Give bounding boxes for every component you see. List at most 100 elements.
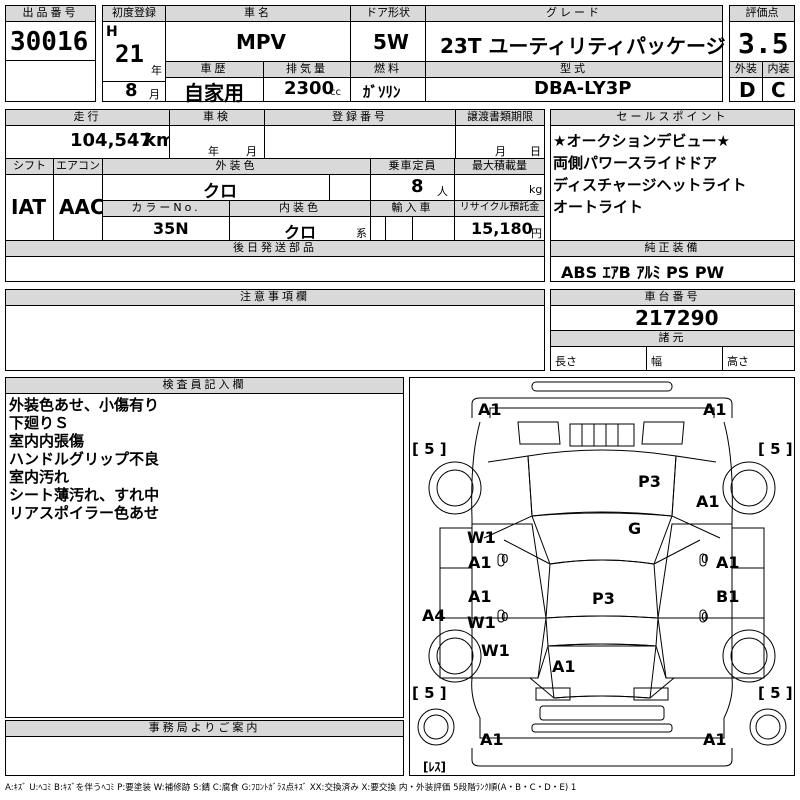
remark-line-2: 下廻りＳ <box>9 414 70 432</box>
chassis-number: 217290 <box>635 306 719 330</box>
displacement-cell: 2300 cc <box>263 77 351 102</box>
car-name-label: 車名 <box>165 5 351 22</box>
month-unit: 月 <box>149 88 160 101</box>
exterior-score-label: 外装 <box>729 61 763 78</box>
remark-line-5: 室内汚れ <box>9 468 70 486</box>
max-load-label: 最大積載量 <box>454 158 545 175</box>
color-number-cell: 35N <box>102 216 230 241</box>
interior-color-unit: 系 <box>356 227 367 240</box>
mark-front-left: A1 <box>478 400 502 419</box>
mark-door-front-left-1: W1 <box>467 528 496 547</box>
exterior-score-cell: D <box>729 77 763 102</box>
remark-line-1: 外装色あせ、小傷有り <box>9 396 160 414</box>
width-cell: 幅 <box>646 346 723 371</box>
registration-year: 21 <box>115 40 144 68</box>
max-load-unit: kg <box>529 183 543 196</box>
lot-blank-cell <box>5 60 96 102</box>
year-unit: 年 <box>151 64 162 77</box>
max-load-cell: kg <box>454 174 545 201</box>
sales-point-2: 両側パワースライドドア <box>553 154 718 172</box>
transfer-day-unit: 日 <box>530 145 541 158</box>
sales-points-cell: ★オークションデビュー★ 両側パワースライドドア ディスチャージヘットライト オ… <box>550 125 795 241</box>
mark-rear-right: A1 <box>703 730 727 749</box>
mark-roof: P3 <box>592 589 615 608</box>
office-notice-label: 事務局よりご案内 <box>5 720 404 737</box>
later-parts-label: 後日発送部品 <box>5 240 545 257</box>
model-code: DBA-LY3P <box>534 78 632 99</box>
era-letter: H <box>106 24 118 40</box>
mark-hood: P3 <box>638 472 661 491</box>
mark-fender-right: A1 <box>696 492 720 511</box>
remark-line-4: ハンドルグリップ不良 <box>9 450 160 468</box>
lot-number: 30016 <box>10 27 89 57</box>
chassis-number-cell: 217290 <box>550 305 795 331</box>
length-cell: 長さ <box>550 346 647 371</box>
height-label: 高さ <box>727 355 749 368</box>
interior-color-cell: クロ 系 <box>229 216 371 242</box>
mark-rear-left: A1 <box>480 730 504 749</box>
mark-spare-tire: [ﾚｽ] <box>423 760 446 774</box>
car-diagram-drawing <box>410 378 794 775</box>
mark-door-front-left-2: A1 <box>468 553 492 572</box>
mark-door-rear-right-zero: 0 <box>701 610 709 624</box>
car-name: MPV <box>236 30 287 54</box>
registration-month: 8 <box>125 80 138 101</box>
grade-label: グレード <box>425 5 723 22</box>
equipment-cell: ABS ｴｱB ｱﾙﾐ PS PW <box>550 256 795 282</box>
mileage-unit: km <box>144 130 175 151</box>
mark-door-front-right-zero: 0 <box>701 552 709 566</box>
aircon: AAC <box>59 195 105 219</box>
mark-door-rear-left-2: W1 <box>467 613 496 632</box>
width-label: 幅 <box>651 355 662 368</box>
remark-line-6: シート薄汚れ、すれ中 <box>9 486 160 504</box>
sales-point-4: オートライト <box>553 198 644 216</box>
mark-door-front-left-zero: 0 <box>501 552 509 566</box>
car-name-cell: MPV <box>165 21 351 62</box>
interior-score-label: 内装 <box>762 61 795 78</box>
mark-door-rear-left-zero: 0 <box>501 610 509 624</box>
first-registration-label: 初度登録 <box>102 5 166 22</box>
interior-score-cell: C <box>762 77 795 102</box>
history-cell: 自家用 <box>165 77 264 105</box>
grade: 23T ユーティリティパッケージ <box>440 34 726 58</box>
lot-number-label: 出品番号 <box>5 5 96 22</box>
remark-line-3: 室内内張傷 <box>9 432 85 450</box>
history-label: 車歴 <box>165 61 264 78</box>
mileage-cell: 104,547 km <box>5 125 175 159</box>
mark-door-rear-right: B1 <box>716 587 740 606</box>
color-number: 35N <box>153 219 189 238</box>
score-cell: 3.5 <box>729 21 795 62</box>
remark-line-7: リアスポイラー色あせ <box>9 504 160 522</box>
color-number-label: カラーNo. <box>102 200 230 217</box>
length-label: 長さ <box>555 355 577 368</box>
inspector-remarks-cell: 外装色あせ、小傷有り 下廻りＳ 室内内張傷 ハンドルグリップ不良 室内汚れ シー… <box>5 393 404 718</box>
aircon-cell: AAC <box>53 174 105 241</box>
exterior-score: D <box>739 78 756 102</box>
mark-door-front-right: A1 <box>716 553 740 572</box>
sales-points-label: セールスポイント <box>550 109 795 126</box>
exterior-color-extra <box>329 174 371 201</box>
transfer-deadline-label: 譲渡書類期限 <box>455 109 545 126</box>
capacity: 8 <box>411 176 424 197</box>
inspection-label: 車検 <box>169 109 265 126</box>
lot-number-cell: 30016 <box>5 21 96 61</box>
capacity-unit: 人 <box>437 185 448 198</box>
damage-legend: A:ｷｽﾞ U:ﾍｺﾐ B:ｷｽﾞを伴うﾍｺﾐ P:要塗装 W:補修跡 S:錆 … <box>5 783 577 793</box>
mark-tire-rear-right: [ 5 ] <box>758 684 793 702</box>
shift-label: シフト <box>5 158 54 175</box>
fuel-cell: ｶﾞｿﾘﾝ <box>350 77 426 102</box>
import-car-cell <box>370 216 455 241</box>
inspection-month-unit: 月 <box>246 145 257 158</box>
capacity-label: 乗車定員 <box>370 158 455 175</box>
inspector-remarks-label: 検査員記入欄 <box>5 377 404 394</box>
displacement: 2300 <box>284 78 335 99</box>
damage-diagram: A1 A1 [ 5 ] [ 5 ] P3 A1 G W1 A1 0 A1 0 A… <box>409 377 795 776</box>
transfer-deadline-cell: 月 日 <box>455 125 545 159</box>
recycle-fee-unit: 円 <box>531 227 542 240</box>
interior-color: クロ <box>284 223 317 242</box>
recycle-fee-cell: 15,180 円 <box>454 216 545 241</box>
office-notice-cell <box>5 736 404 776</box>
history: 自家用 <box>184 81 244 105</box>
interior-color-label: 内装色 <box>229 200 371 217</box>
notes-label: 注意事項欄 <box>5 289 545 306</box>
